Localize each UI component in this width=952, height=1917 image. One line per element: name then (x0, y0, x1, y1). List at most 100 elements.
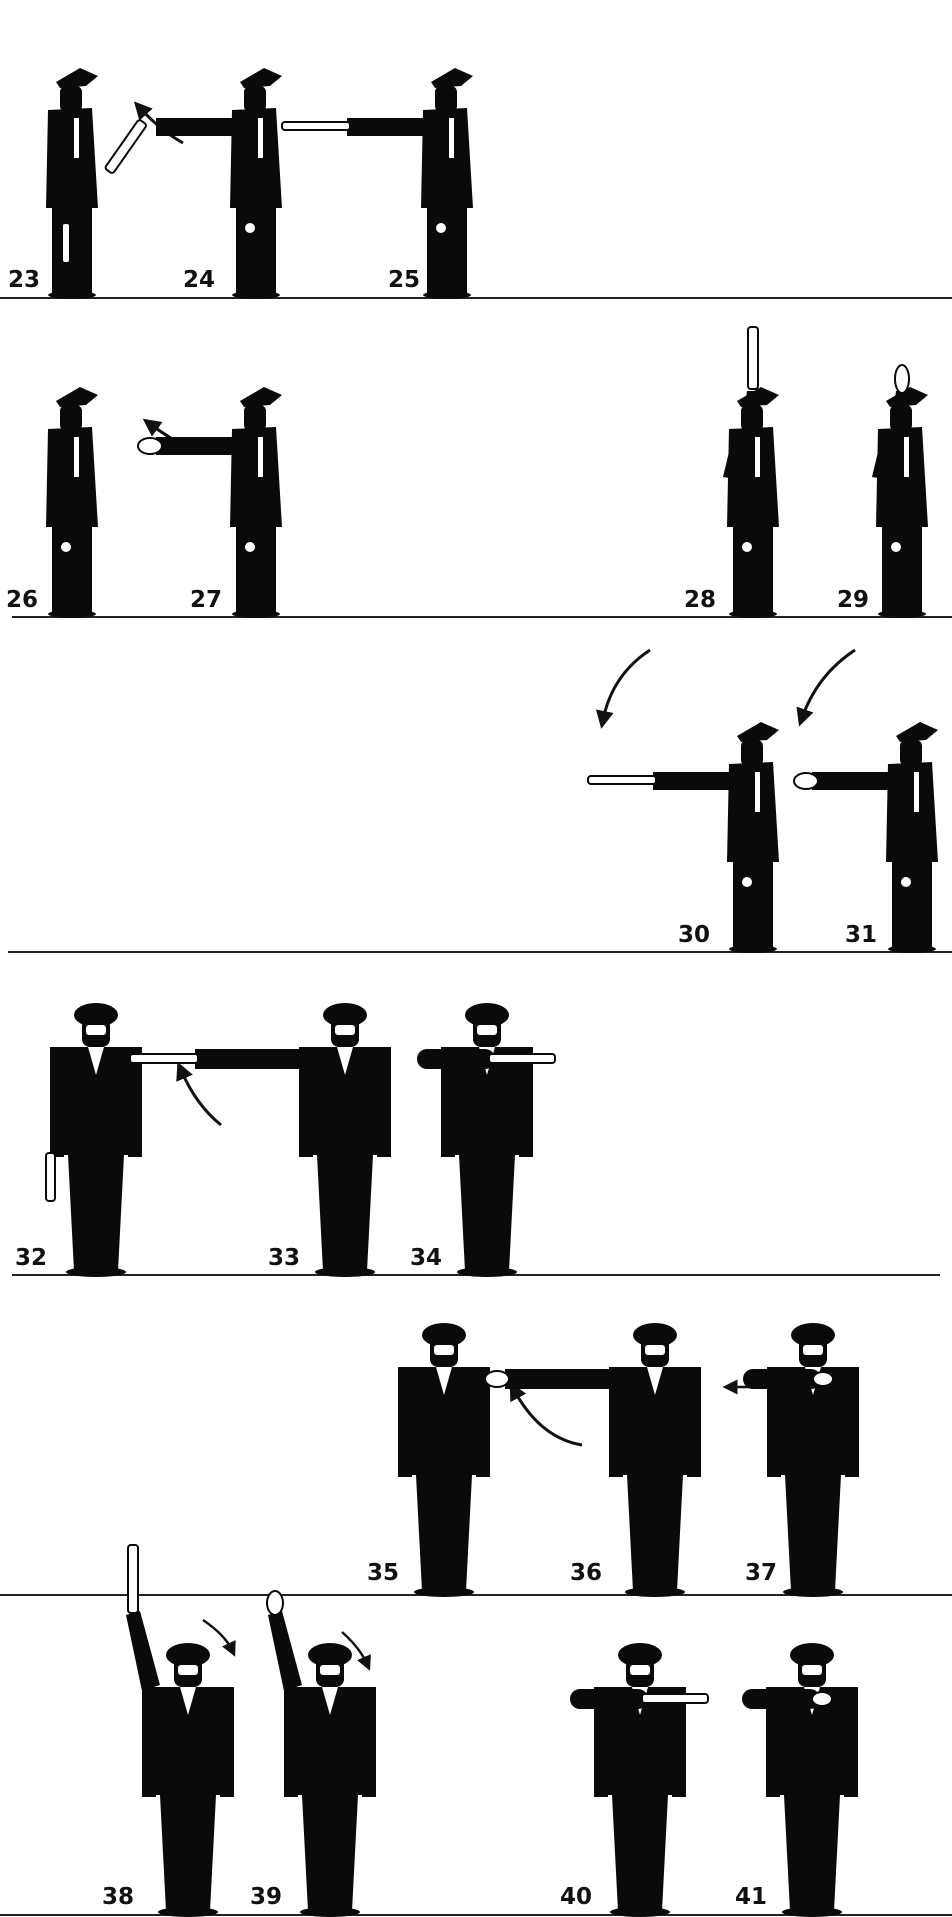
figure-label: 27 (190, 587, 222, 613)
bent-arm (570, 1689, 648, 1709)
right-arm (845, 1367, 859, 1477)
strap (74, 118, 79, 158)
strap (755, 772, 760, 812)
head (244, 405, 266, 431)
face (335, 1025, 355, 1035)
right-arm (377, 1047, 391, 1157)
strap (258, 437, 263, 477)
boots (625, 1587, 685, 1597)
face (630, 1665, 650, 1675)
cap (308, 1643, 352, 1667)
extended-arm (195, 1049, 305, 1069)
boots (888, 945, 936, 953)
extended-arm (156, 437, 256, 455)
open-hand (895, 365, 909, 393)
baton (62, 223, 70, 263)
bent-arm (743, 1369, 821, 1389)
right-arm (844, 1687, 858, 1797)
legs (785, 1475, 841, 1591)
boots (610, 1907, 670, 1917)
hand (741, 876, 753, 888)
legs (882, 517, 922, 613)
cap (240, 68, 282, 88)
boots (48, 291, 96, 299)
baton (130, 1054, 198, 1063)
boots (878, 610, 926, 618)
boots (48, 610, 96, 618)
figure-label: 36 (570, 1560, 602, 1586)
legs (784, 1795, 840, 1911)
boots (423, 291, 471, 299)
figure-33 (130, 1003, 391, 1277)
figure-26 (46, 387, 98, 618)
boots (729, 610, 777, 618)
figure-label: 34 (410, 1245, 442, 1271)
figure-label: 23 (8, 267, 40, 293)
boots (232, 610, 280, 618)
left-arm (142, 1687, 156, 1797)
hand (435, 222, 447, 234)
cap (323, 1003, 367, 1027)
figure-label: 33 (268, 1245, 300, 1271)
figure-label: 40 (560, 1884, 592, 1910)
cap (896, 722, 938, 742)
hand (890, 541, 902, 553)
motion-arrow-36 (514, 1390, 582, 1445)
torso (46, 427, 98, 527)
open-hand (812, 1692, 832, 1706)
boots (783, 1587, 843, 1597)
torso (46, 108, 98, 208)
legs (459, 1155, 515, 1271)
cap (618, 1643, 662, 1667)
legs (236, 517, 276, 613)
figure-label: 31 (845, 922, 877, 948)
legs (416, 1475, 472, 1591)
extended-arm (505, 1369, 615, 1389)
legs (160, 1795, 216, 1911)
baton (642, 1694, 708, 1703)
figure-35 (398, 1323, 490, 1597)
cap (56, 387, 98, 407)
strap (74, 437, 79, 477)
face (477, 1025, 497, 1035)
cap (790, 1643, 834, 1667)
figure-37 (743, 1323, 859, 1597)
figure-label: 41 (735, 1884, 767, 1910)
face (803, 1345, 823, 1355)
boots (300, 1907, 360, 1917)
head (60, 86, 82, 112)
open-hand (267, 1591, 283, 1615)
boots (414, 1587, 474, 1597)
head (900, 740, 922, 766)
cap (74, 1003, 118, 1027)
legs (427, 198, 467, 294)
figure-label: 25 (388, 267, 420, 293)
boots (232, 291, 280, 299)
cap (56, 68, 98, 88)
legs (733, 852, 773, 948)
hand (244, 541, 256, 553)
head (60, 405, 82, 431)
right-arm (687, 1367, 701, 1477)
baton (489, 1054, 555, 1063)
head (435, 86, 457, 112)
cap (422, 1323, 466, 1347)
legs (302, 1795, 358, 1911)
open-hand (138, 438, 162, 454)
baton (128, 1545, 138, 1613)
figure-label: 28 (684, 587, 716, 613)
boots (66, 1267, 126, 1277)
face (645, 1345, 665, 1355)
figure-38 (126, 1545, 234, 1917)
cap (791, 1323, 835, 1347)
boots (315, 1267, 375, 1277)
figure-29 (872, 365, 928, 618)
hand (900, 876, 912, 888)
figure-31 (794, 722, 938, 953)
figure-label: 30 (678, 922, 710, 948)
legs (236, 198, 276, 294)
legs (52, 198, 92, 294)
face (86, 1025, 106, 1035)
face (802, 1665, 822, 1675)
